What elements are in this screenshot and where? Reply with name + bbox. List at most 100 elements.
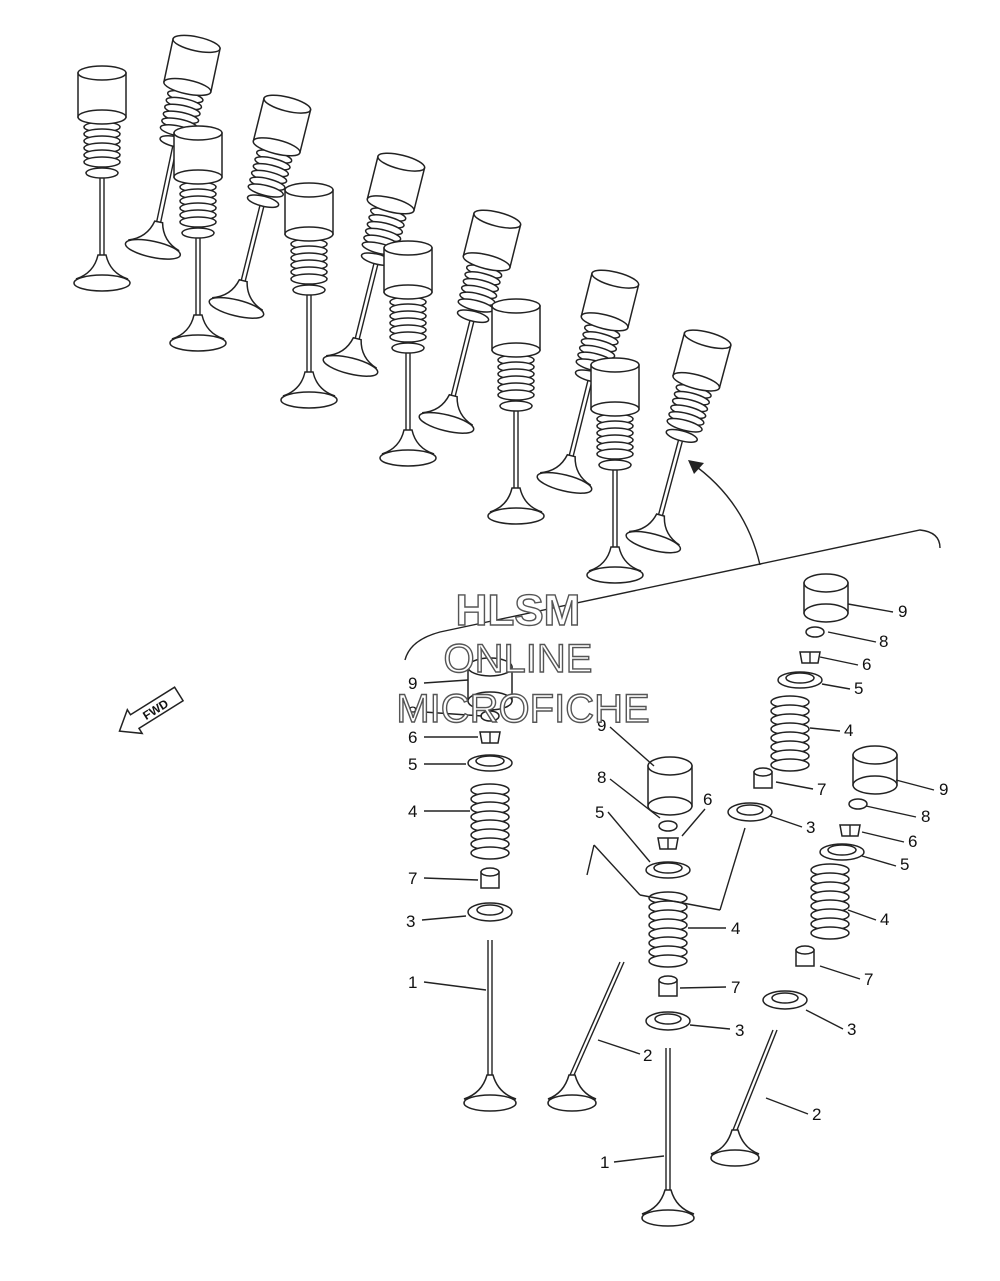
leader-line	[421, 915, 467, 921]
callout-g2-3: 3	[735, 1021, 744, 1040]
callout-g4-5: 5	[900, 855, 909, 874]
leader-line	[775, 781, 814, 790]
keeper-4	[839, 824, 861, 837]
seat-4	[762, 990, 808, 1010]
tappet-1	[467, 657, 513, 711]
callout-g3-4: 4	[844, 721, 853, 740]
callout-g2-4: 4	[731, 919, 740, 938]
leader-line	[423, 981, 487, 991]
retainer-1	[467, 754, 513, 772]
keeper-1	[479, 731, 501, 744]
callout-g3-3: 3	[806, 818, 815, 837]
assembled-valve	[169, 125, 227, 352]
leader-line	[765, 1097, 809, 1115]
callout-g3-6: 6	[862, 655, 871, 674]
leader-line	[805, 1009, 844, 1030]
assembled-valve-row	[73, 34, 732, 584]
leader-line	[847, 909, 877, 921]
valve-exhaust-4	[710, 1029, 778, 1167]
exploded-parts	[463, 573, 898, 1227]
assembled-valve	[208, 94, 312, 319]
callout-g2-9: 9	[597, 716, 606, 735]
leader-line	[819, 965, 861, 980]
tappet-2	[647, 756, 693, 816]
leader-line	[681, 808, 706, 837]
keeper-3	[799, 651, 821, 664]
watermark-line-1: HLSM	[456, 586, 581, 635]
callout-g4-6: 6	[908, 832, 917, 851]
leader-line	[821, 683, 851, 690]
leader-line	[423, 679, 469, 684]
retainer-3	[777, 671, 823, 689]
watermark-line-3: MICROFICHE	[396, 687, 649, 731]
retainer-2	[645, 861, 691, 879]
callout-g1-9: 9	[408, 674, 417, 693]
assembled-valve	[73, 65, 131, 292]
seal-1	[480, 867, 500, 889]
retainer-4	[819, 843, 865, 861]
callout-g1-5: 5	[408, 755, 417, 774]
spring-4	[810, 863, 850, 940]
callout-g3-5: 5	[854, 679, 863, 698]
leader-line	[827, 631, 877, 643]
seat-3	[727, 802, 773, 822]
forward-arrow-icon: FWD	[118, 686, 185, 735]
assembled-valve	[418, 209, 522, 434]
callout-g4-3: 3	[847, 1020, 856, 1039]
callout-g4-8: 8	[921, 807, 930, 826]
tappet-4	[852, 745, 898, 795]
assembled-valve	[379, 240, 437, 467]
callout-g2-2: 2	[643, 1046, 652, 1065]
assembled-valve	[487, 298, 545, 525]
assembled-valve	[625, 329, 732, 554]
callout-labels: 9 8 6 5 4 7 3 1 9 8 6 5 4 7 3 2 1 9 8 6 …	[406, 602, 948, 1172]
callout-g3-7: 7	[817, 780, 826, 799]
leader-line	[865, 805, 917, 818]
spring-3	[770, 695, 810, 772]
leader-line	[423, 711, 483, 717]
leader-line	[819, 656, 859, 666]
leader-line	[847, 603, 894, 613]
watermark: HLSM ONLINE MICROFICHE	[396, 585, 651, 731]
leader-lines	[421, 603, 935, 1163]
assembly-pointer-arrow	[404, 460, 941, 661]
callout-g1-7: 7	[408, 869, 417, 888]
leader-line	[597, 1039, 641, 1055]
leader-line	[689, 1024, 731, 1030]
leader-line	[609, 726, 655, 767]
callout-g1-3: 3	[406, 912, 415, 931]
assembled-valve	[586, 357, 644, 584]
leader-line	[895, 779, 935, 791]
leader-line	[586, 844, 595, 876]
shim-3	[805, 626, 825, 638]
callout-g4-9: 9	[939, 780, 948, 799]
callout-g1-8: 8	[408, 703, 417, 722]
leader-line	[861, 855, 897, 867]
valve-exhaust-2	[547, 961, 625, 1112]
callout-g4-4: 4	[880, 910, 889, 929]
seal-3	[753, 767, 773, 789]
seal-2	[658, 975, 678, 997]
callout-g2-6: 6	[703, 790, 712, 809]
callout-g1-6: 6	[408, 728, 417, 747]
assembled-valve	[280, 182, 338, 409]
leader-line	[809, 727, 841, 732]
leader-line	[607, 811, 651, 863]
leader-line	[609, 778, 661, 819]
leader-line	[679, 986, 727, 989]
watermark-line-2: ONLINE	[444, 637, 593, 681]
leader-line	[719, 827, 746, 911]
leader-line	[861, 831, 905, 843]
spring-1	[470, 783, 510, 860]
callout-g1-1: 1	[408, 973, 417, 992]
seat-2	[645, 1011, 691, 1031]
seat-1	[467, 902, 513, 922]
shim-2	[658, 820, 678, 832]
seal-4	[795, 945, 815, 967]
leader-line	[639, 894, 721, 911]
tappet-3	[803, 573, 849, 623]
callout-g2-8: 8	[597, 768, 606, 787]
leader-line	[423, 877, 479, 881]
